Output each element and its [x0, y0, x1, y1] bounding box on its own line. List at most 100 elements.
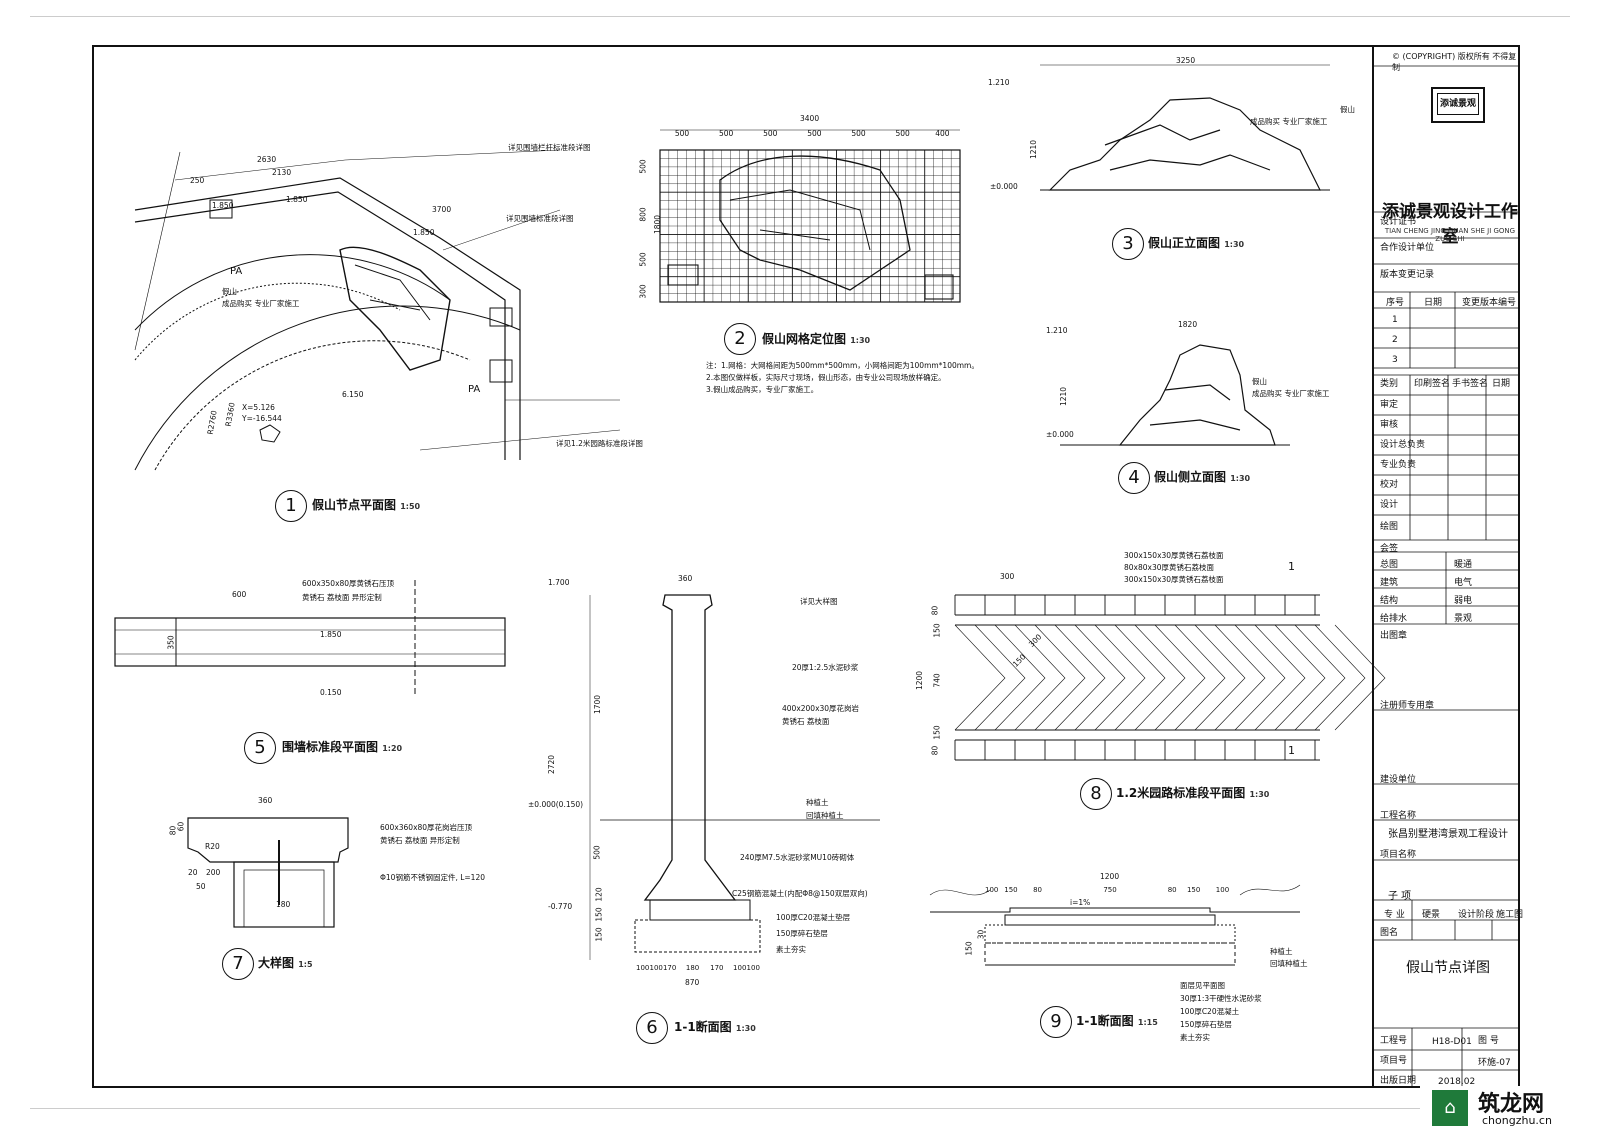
v1-pa-left: PA [230, 266, 243, 277]
title-block: © (COPYRIGHT) 版权所有 不得复制 添诚景观 添诚景观设计工作室 T… [1372, 45, 1523, 1088]
v8-dim-150a: 150 [932, 623, 942, 638]
v4-base: ±0.000 [1046, 430, 1074, 439]
v6-bottom-total: 870 [685, 978, 700, 987]
v9-side-note-1: 回填种植土 [1270, 959, 1308, 968]
role-design: 设计 [1380, 500, 1399, 510]
v8-tile: 300 [1000, 572, 1015, 581]
view5-wall-plan [114, 580, 506, 695]
v6-bd-5: 100 [733, 964, 747, 972]
client-label: 建设单位 [1380, 775, 1417, 785]
view9-number: 9 [1040, 1006, 1072, 1038]
v3-height: 1210 [1029, 139, 1039, 160]
role-check: 校对 [1380, 480, 1399, 490]
role-approve: 审定 [1380, 400, 1399, 410]
v9-d-2: 80 [1033, 886, 1042, 894]
view3-title: 假山正立面图 1:30 [1148, 236, 1245, 250]
v4-note2: 成品购买 专业厂家施工 [1252, 389, 1330, 398]
rev-row-1: 1 [1392, 315, 1398, 325]
view6-number: 6 [636, 1012, 668, 1044]
v1-level-b: 1.850 [286, 195, 308, 204]
v7-radius: R20 [205, 842, 220, 851]
phase-label: 设计阶段 [1458, 910, 1495, 920]
project-name: 张昌别墅港湾景观工程设计 [1388, 829, 1508, 840]
rev-row-3: 3 [1392, 355, 1398, 365]
role-lead: 专业负责 [1380, 460, 1417, 470]
view4-title: 假山侧立面图 1:30 [1154, 470, 1251, 484]
v8-dim-150b: 150 [932, 725, 942, 740]
v1-dim-3700: 3700 [432, 205, 452, 214]
v1-coord-y: Y=-16.544 [242, 414, 282, 423]
watermark-cn: 筑龙网 [1478, 1092, 1545, 1117]
v6-note-9: 150厚碎石垫层 [776, 929, 828, 938]
v6-base: ±0.000(0.150) [528, 800, 584, 809]
v7-dim-50: 50 [196, 882, 206, 891]
v2-row-3: 300 [638, 284, 648, 299]
v2-note-2: 2.本图仅做样板，实际尺寸现场，假山形态，由专业公司现场放样确定。 [706, 373, 946, 382]
v8-note-0: 300x150x30厚黄锈石荔枝面 [1124, 551, 1224, 560]
date-value: 2018.02 [1438, 1077, 1476, 1087]
v2-note-3: 3.假山成品购买，专业厂家施工。 [706, 385, 819, 394]
role-review: 审核 [1380, 420, 1399, 430]
company-name: 添诚景观设计工作室 [1382, 202, 1518, 247]
cs-struct: 结构 [1380, 596, 1399, 606]
v2-col-1: 500 [719, 129, 734, 138]
v2-col-dims: 500 500 500 500 500 500 400 [660, 129, 960, 138]
v7-dim-60: 60 [176, 821, 186, 832]
v1-dim-2630: 2630 [257, 155, 277, 164]
v6-note-7: C25钢筋混凝土(内配Φ8@150双层双向) [732, 889, 868, 898]
v9-d-4: 80 [1167, 886, 1177, 894]
v5-width: 600 [232, 590, 247, 599]
copyright-notice: © (COPYRIGHT) 版权所有 不得复制 [1392, 52, 1517, 72]
v2-row-2: 500 [638, 252, 648, 267]
v2-total: 3400 [800, 114, 820, 123]
cs-plumb: 给排水 [1380, 614, 1408, 624]
view7-detail [187, 817, 349, 928]
v9-dims: 100 150 80 750 80 150 100 [985, 886, 1235, 894]
view8-number: 8 [1080, 778, 1112, 810]
v6-dim-150b: 150 [594, 927, 604, 942]
drawing-name-label: 图名 [1380, 928, 1399, 938]
view9-section [929, 884, 1301, 966]
v4-height: 1210 [1059, 386, 1069, 407]
view1-plan-lines [134, 149, 621, 471]
v5-depth: 350 [166, 635, 176, 650]
company-logo: 添诚景观 [1431, 87, 1485, 123]
v6-bd-3: 180 [685, 964, 700, 972]
sig-header-type: 类别 [1380, 379, 1399, 389]
watermark-logo-icon: ⌂ [1432, 1090, 1468, 1126]
sig-header-hand: 手书签名 [1452, 379, 1489, 389]
v8-note-1: 80x80x30厚黄锈石荔枝面 [1124, 563, 1215, 572]
v6-note-1: 20厚1:2.5水泥砂浆 [792, 663, 859, 672]
v9-note-1: 30厚1:3干硬性水泥砂浆 [1180, 994, 1262, 1003]
view8-title: 1.2米园路标准段平面图 1:30 [1116, 786, 1270, 800]
sub-item-label: 子 项 [1388, 891, 1412, 902]
v3-width: 3250 [1176, 56, 1196, 65]
view2-title: 假山网格定位图 1:30 [762, 332, 871, 346]
v1-dim-2130: 2130 [272, 168, 292, 177]
view8-path-plan [954, 594, 1386, 761]
v3-base: ±0.000 [990, 182, 1018, 191]
job-no-value: H18-D01 [1432, 1037, 1472, 1047]
sheet-bottom-edge [30, 1108, 1570, 1109]
v8-dim-1200: 1200 [915, 670, 925, 691]
dwg-no-label: 图 号 [1478, 1036, 1499, 1046]
v1-rock-note: 假山 [222, 287, 237, 296]
v7-inner: 180 [276, 900, 291, 909]
v6-bd-6: 100 [746, 964, 760, 972]
v1-level-c: 1.850 [413, 228, 435, 237]
v6-note-10: 素土夯实 [776, 945, 806, 954]
logo-text: 添诚景观 [1437, 93, 1479, 115]
v6-width: 360 [678, 574, 693, 583]
v6-note-4: 种植土 [806, 798, 829, 807]
v7-width: 360 [258, 796, 273, 805]
v9-d-5: 150 [1186, 886, 1201, 894]
v2-height: 1800 [653, 214, 663, 235]
view7-number: 7 [222, 948, 254, 980]
v5-note2: 黄锈石 荔枝面 异形定制 [302, 593, 382, 602]
v1-pa-right: PA [468, 384, 481, 395]
watermark: ⌂ 筑龙网 chongzhu.cn [1420, 1086, 1600, 1131]
view9-title: 1-1断面图 1:15 [1076, 1014, 1158, 1028]
v6-dim-150a: 150 [594, 907, 604, 922]
design-cert-label: 设计证书 [1380, 217, 1417, 227]
